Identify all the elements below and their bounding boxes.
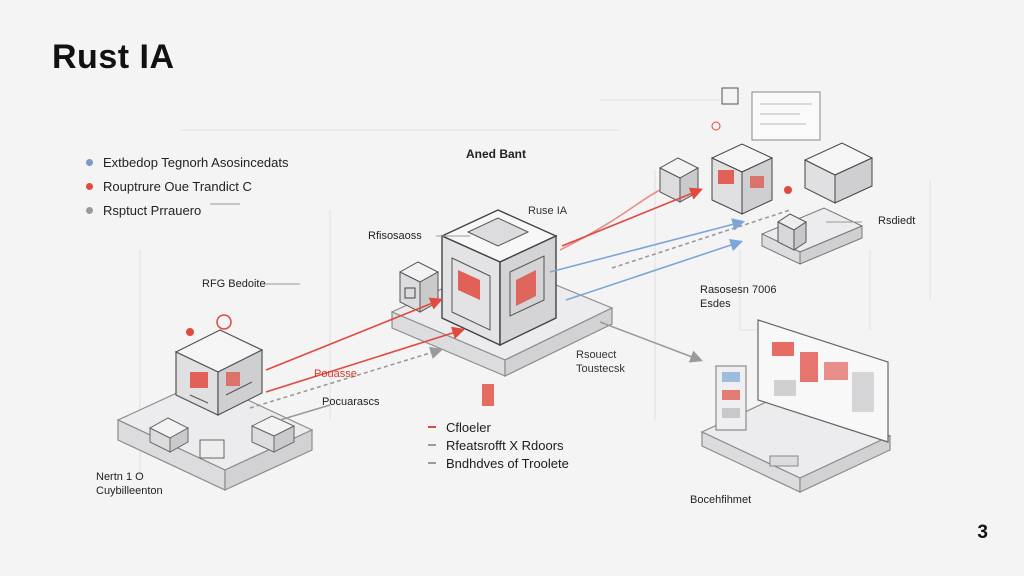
legend-item: Rouptrure Oue Trandict C (86, 174, 289, 198)
center-top-label: Aned Bant (466, 147, 526, 161)
dash-gray-icon (428, 444, 436, 446)
bottom-left-label: Nertn 1 O Cuybilleenton (96, 471, 163, 497)
left-arrow-gray-label: Pocuarascs (322, 396, 380, 408)
bottom-list: Cfloeler Rfeatsrofft X Rdoors Bndhdves o… (428, 418, 569, 472)
dash-red-icon (428, 426, 436, 428)
left-arrow-red-label: Pouasse (314, 368, 357, 380)
left-top-label: RFG Bedoite (202, 278, 266, 290)
bottom-list-label: Rfeatsrofft X Rdoors (446, 437, 564, 453)
legend: Extbedop Tegnorh Asosincedats Rouptrure … (86, 150, 289, 222)
label-leaders (210, 203, 862, 285)
center-right-label: Rsouect Toustecsk (576, 349, 625, 375)
legend-label: Rouptrure Oue Trandict C (103, 178, 252, 194)
bottom-right-label: Bocehfihmet (690, 494, 752, 506)
center-left-label: Rfisosaoss (368, 230, 422, 242)
page-number: 3 (977, 522, 988, 543)
bottom-list-item: Bndhdves of Troolete (428, 454, 569, 472)
right-middle-label: Rasosesn 7006 Esdes (700, 284, 777, 310)
top-right-server-cluster (658, 87, 874, 265)
center-tag-label: Ruse IA (528, 205, 568, 217)
legend-dot-blue-icon (86, 158, 93, 166)
legend-dot-gray-icon (86, 206, 93, 214)
bottom-list-label: Cfloeler (446, 419, 491, 435)
bottom-right-dashboard-platform (700, 319, 892, 493)
center-server-platform (390, 209, 614, 406)
right-top-label: Rsdiedt (878, 215, 916, 227)
legend-label: Rsptuct Prrauero (103, 202, 202, 218)
slide-title: Rust IA (52, 38, 175, 76)
legend-label: Extbedop Tegnorh Asosincedats (103, 154, 289, 170)
bottom-list-label: Bndhdves of Troolete (446, 455, 569, 471)
connection-arrows (249, 187, 791, 421)
left-server-platform (116, 314, 314, 491)
legend-dot-red-icon (86, 182, 93, 190)
legend-item: Rsptuct Prrauero (86, 198, 289, 222)
bottom-list-item: Rfeatsrofft X Rdoors (428, 436, 569, 454)
legend-item: Extbedop Tegnorh Asosincedats (86, 150, 289, 174)
dash-gray-icon (428, 462, 436, 464)
bottom-list-item: Cfloeler (428, 418, 569, 436)
